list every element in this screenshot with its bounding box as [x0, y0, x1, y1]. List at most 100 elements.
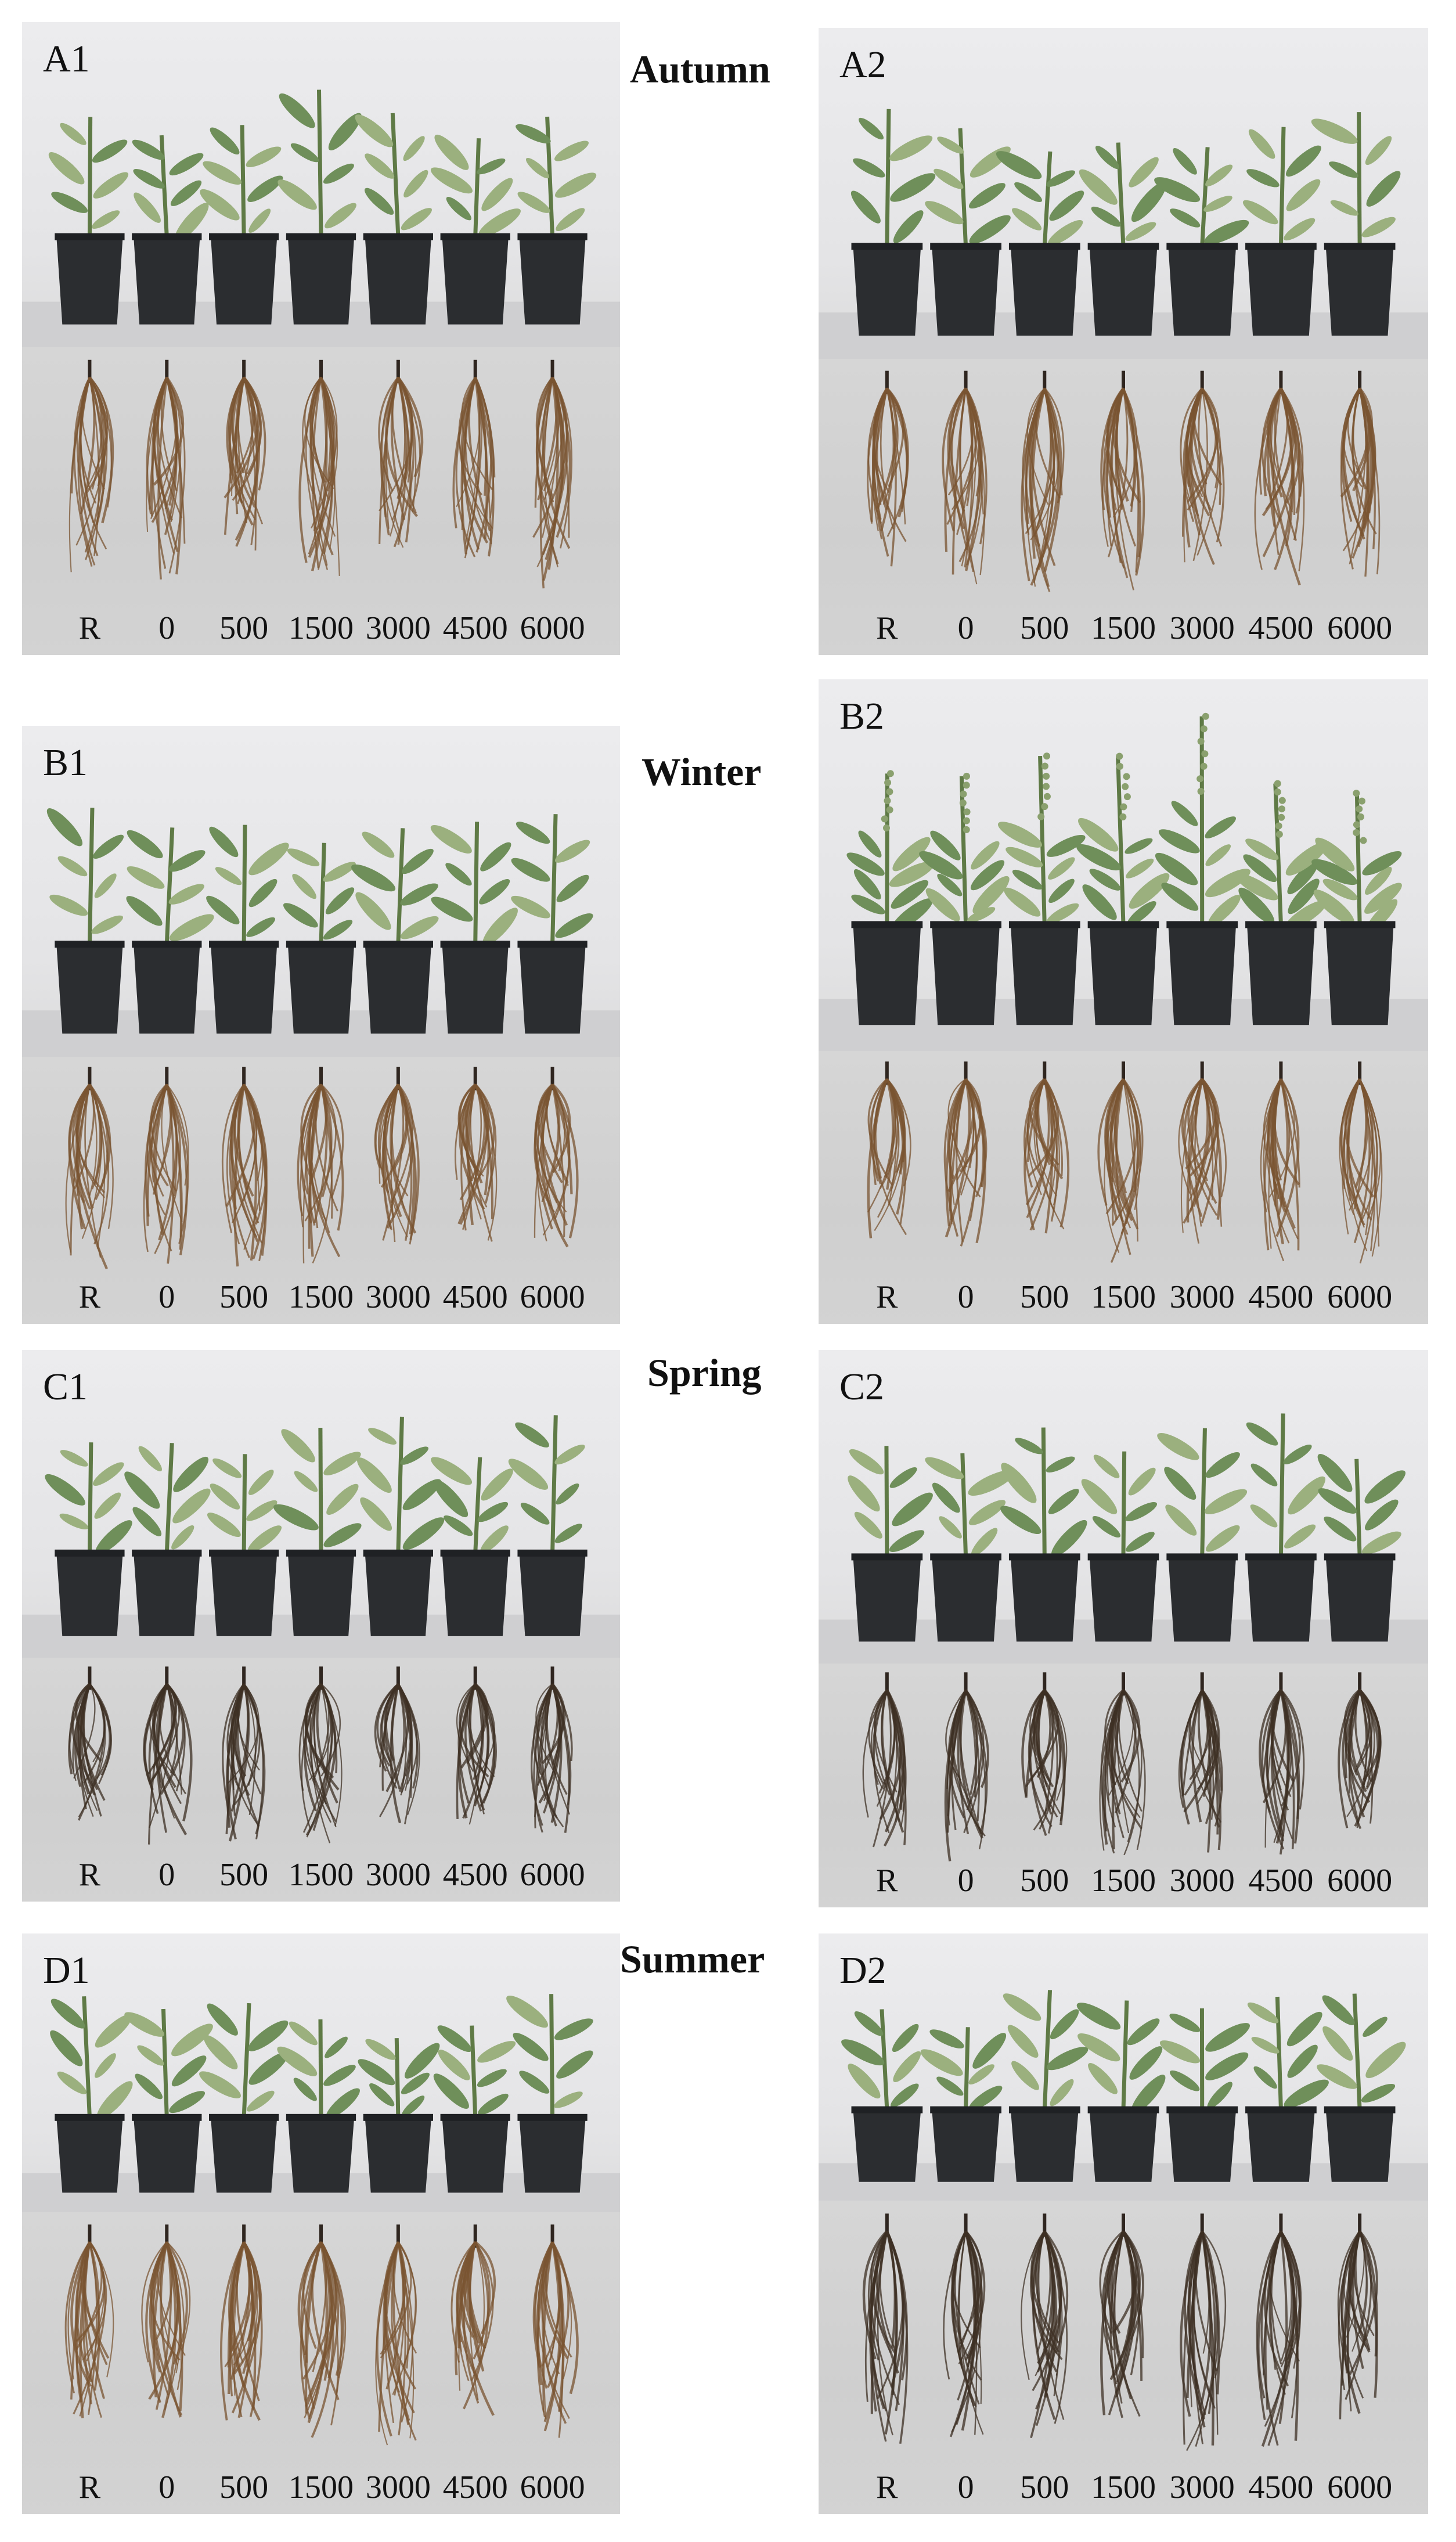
treatment-label: 500 [219, 610, 269, 646]
season-label-autumn: Autumn [630, 47, 770, 91]
plant-illustration [819, 1413, 1428, 1664]
treatment-label: 0 [158, 610, 175, 646]
plant-illustration [819, 1990, 1428, 2201]
treatment-label: 1500 [1091, 2469, 1156, 2505]
panel-label: D2 [839, 1949, 886, 1992]
treatment-label: 1500 [1091, 1279, 1156, 1315]
treatment-label: 3000 [1169, 2469, 1235, 2505]
treatment-label: 3000 [365, 2469, 431, 2505]
treatment-label: R [876, 610, 898, 646]
plant-photo [22, 1350, 620, 1658]
panel-label: B2 [839, 695, 885, 737]
plant-illustration [22, 1415, 620, 1658]
treatment-label: 0 [957, 1863, 974, 1899]
plant-photo [22, 22, 620, 347]
plant-illustration [22, 89, 620, 347]
treatment-label: 6000 [520, 1857, 585, 1893]
root-illustration [69, 359, 573, 589]
treatment-label: 3000 [365, 1857, 431, 1893]
treatment-label: 3000 [1169, 1863, 1235, 1899]
panel-label: B1 [43, 741, 88, 784]
plant-photo [22, 1933, 620, 2212]
panel-label: A1 [43, 38, 90, 80]
treatment-label: 6000 [520, 1279, 585, 1315]
treatment-label: 500 [219, 2469, 269, 2505]
root-photo: R 0 500 1500 3000 4500 6000 [819, 1664, 1428, 1907]
treatment-label: 1500 [289, 1279, 354, 1315]
panel-label: C1 [43, 1366, 88, 1408]
treatment-label: 500 [219, 1279, 269, 1315]
treatment-label: 500 [1020, 610, 1069, 646]
treatment-label: R [78, 1279, 101, 1315]
treatment-label: 3000 [365, 1279, 431, 1315]
treatment-label: 0 [957, 610, 974, 646]
plant-photo [819, 1933, 1428, 2201]
treatment-label: 4500 [442, 610, 508, 646]
treatment-label: 0 [957, 1279, 974, 1315]
root-illustration [64, 2224, 579, 2446]
treatment-label: 500 [219, 1857, 269, 1893]
treatment-label: 4500 [442, 2469, 508, 2505]
panel-c1: R 0 500 1500 3000 4500 6000 C1 [22, 1350, 620, 1902]
treatment-label: 4500 [1248, 610, 1314, 646]
treatment-label: R [78, 2469, 101, 2505]
panel-label: D1 [43, 1949, 90, 1992]
panel-c2: R 0 500 1500 3000 4500 6000 C2 [819, 1350, 1428, 1907]
plant-photo [819, 28, 1428, 359]
treatment-label: 4500 [1248, 1863, 1314, 1899]
plant-illustration [22, 1994, 620, 2212]
panel-label: A2 [839, 44, 886, 86]
treatment-label: 1500 [1091, 1863, 1156, 1899]
root-illustration [68, 1666, 573, 1845]
treatment-label: 0 [158, 1279, 175, 1315]
plant-photo [819, 1350, 1428, 1664]
plant-illustration [819, 109, 1428, 359]
treatment-label: 6000 [1327, 610, 1393, 646]
root-illustration [65, 1067, 579, 1270]
treatment-label: 500 [1020, 1863, 1069, 1899]
treatment-label: R [876, 1863, 898, 1899]
treatment-label: 500 [1020, 1279, 1069, 1315]
plant-photo [22, 726, 620, 1057]
panel-label: C2 [839, 1366, 885, 1408]
treatment-label: 1500 [289, 2469, 354, 2505]
treatment-label: 500 [1020, 2469, 1069, 2505]
treatment-label: 0 [158, 1857, 175, 1893]
plant-illustration [819, 712, 1428, 1051]
treatment-label: 1500 [289, 610, 354, 646]
treatment-label: 6000 [1327, 1863, 1393, 1899]
treatment-label: R [78, 610, 101, 646]
treatment-label: R [876, 2469, 898, 2505]
treatment-label: 6000 [1327, 2469, 1393, 2505]
treatment-label: 1500 [289, 1857, 354, 1893]
season-label-summer: Summer [620, 1937, 765, 1981]
treatment-label: R [78, 1857, 101, 1893]
season-label-spring: Spring [647, 1351, 762, 1395]
root-photo: R 0 500 1500 3000 4500 6000 [22, 1658, 620, 1902]
root-illustration [862, 1672, 1382, 1862]
treatment-label: 6000 [1327, 1279, 1393, 1315]
treatment-label: 1500 [1091, 610, 1156, 646]
root-illustration [867, 1061, 1383, 1263]
root-illustration [867, 370, 1381, 592]
treatment-labels: R 0 500 1500 3000 4500 6000 [819, 1859, 1428, 1899]
treatment-label: 6000 [520, 610, 585, 646]
treatment-label: 4500 [442, 1857, 508, 1893]
plant-photo [819, 679, 1428, 1051]
treatment-labels: R 0 500 1500 3000 4500 6000 [22, 1853, 620, 1893]
treatment-label: 0 [158, 2469, 175, 2505]
